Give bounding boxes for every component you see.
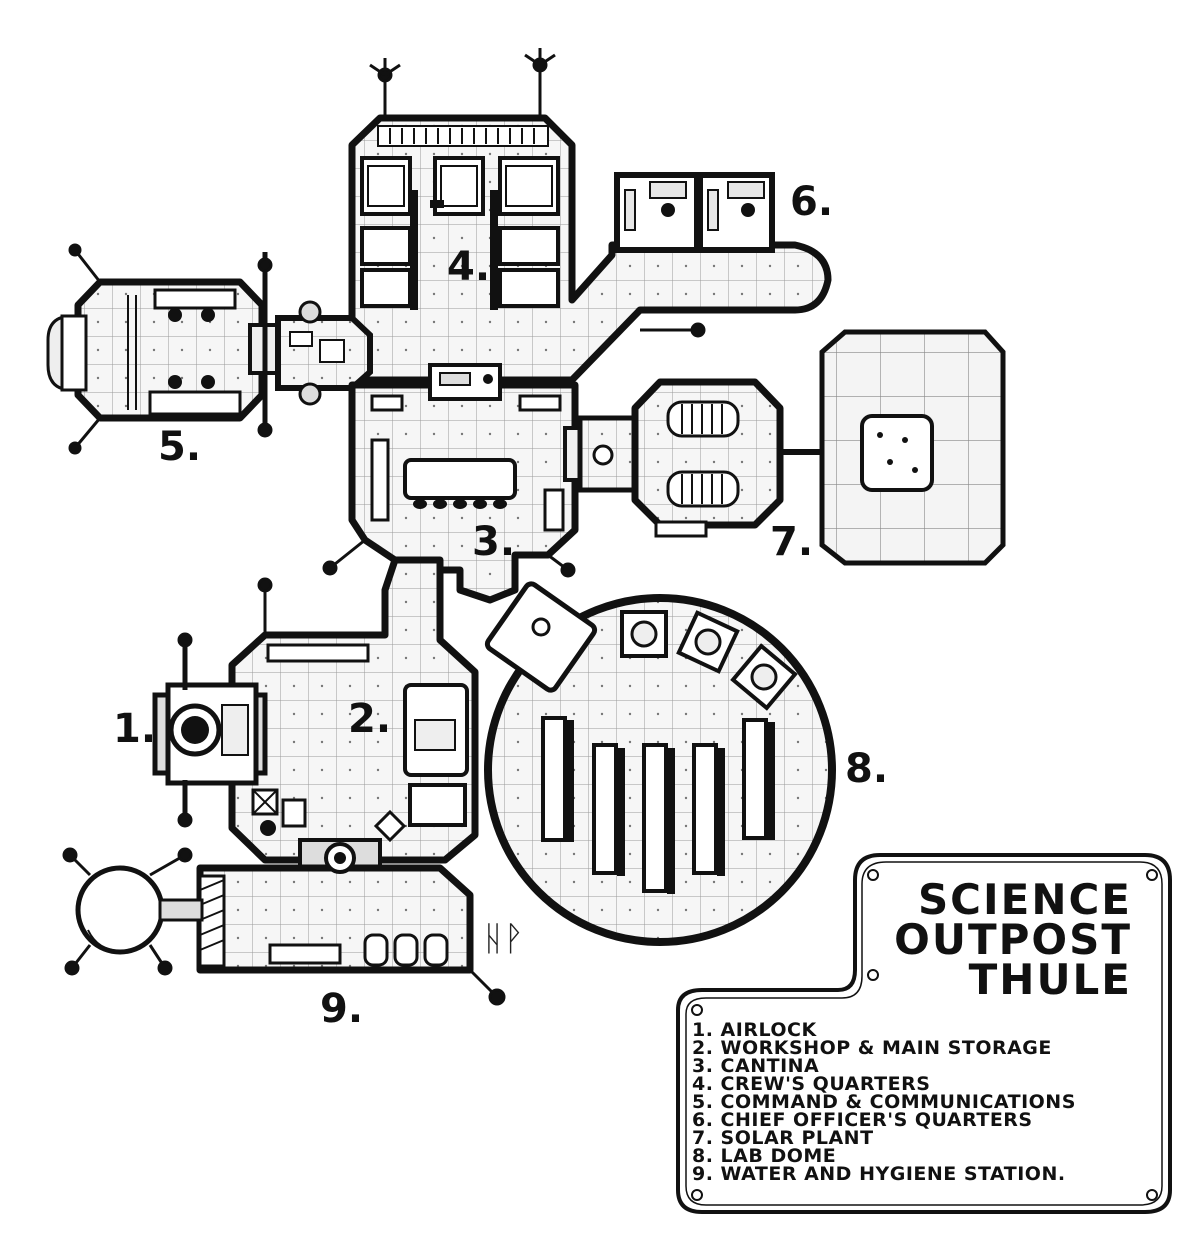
room-command bbox=[46, 252, 373, 430]
room-number-labels: 1. 2. 3. 4. 5. 6. 7. 8. 9. bbox=[113, 179, 888, 1032]
room-label-4: 4. bbox=[447, 244, 490, 290]
legend-item-7: 7. SOLAR PLANT bbox=[692, 1127, 874, 1149]
legend-panel: SCIENCE OUTPOST THULE 1. AIRLOCK 2. WORK… bbox=[676, 853, 1172, 1214]
title-line-2: OUTPOST bbox=[894, 915, 1132, 964]
legend-item-2: 2. WORKSHOP & MAIN STORAGE bbox=[692, 1037, 1052, 1059]
room-label-1: 1. bbox=[113, 706, 156, 752]
antennas bbox=[62, 48, 706, 1006]
room-cantina bbox=[348, 363, 579, 604]
legend-item-1: 1. AIRLOCK bbox=[692, 1019, 817, 1041]
title-line-3: THULE bbox=[969, 955, 1132, 1004]
room-label-8: 8. bbox=[845, 746, 888, 792]
room-label-2: 2. bbox=[348, 696, 391, 742]
title-line-1: SCIENCE bbox=[918, 875, 1132, 924]
room-label-5: 5. bbox=[158, 424, 201, 470]
legend-item-3: 3. CANTINA bbox=[692, 1055, 819, 1077]
room-label-7: 7. bbox=[770, 519, 813, 565]
room-label-6: 6. bbox=[790, 179, 833, 225]
room-solar-plant bbox=[563, 329, 1006, 566]
legend-item-8: 8. LAB DOME bbox=[692, 1145, 836, 1167]
room-lab-dome bbox=[484, 581, 836, 946]
room-airlock bbox=[152, 640, 268, 820]
legend-item-6: 6. CHIEF OFFICER'S QUARTERS bbox=[692, 1109, 1033, 1131]
room-crews-quarters bbox=[348, 114, 832, 384]
room-label-9: 9. bbox=[320, 986, 363, 1032]
legend-item-9: 9. WATER AND HYGIENE STATION. bbox=[692, 1163, 1066, 1185]
legend-item-4: 4. CREW'S QUARTERS bbox=[692, 1073, 930, 1095]
room-water-hygiene bbox=[75, 838, 474, 974]
legend-item-5: 5. COMMAND & COMMUNICATIONS bbox=[692, 1091, 1076, 1113]
artist-signature: ᚺᚹ bbox=[483, 919, 524, 959]
room-label-3: 3. bbox=[472, 519, 515, 565]
